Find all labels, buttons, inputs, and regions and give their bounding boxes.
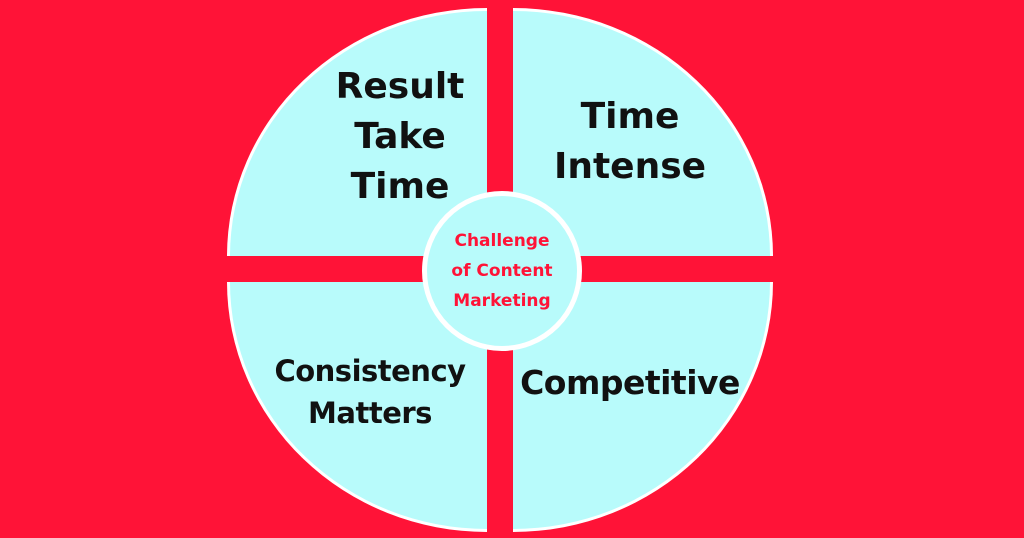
center-circle: Challenge of Content Marketing (422, 191, 582, 351)
quadrant-label-consistency-matters: Consistency Matters (260, 350, 480, 434)
label-line: Time (580, 96, 680, 137)
center-line: Challenge (454, 231, 550, 251)
center-line: Marketing (453, 291, 551, 311)
center-title: Challenge of Content Marketing (432, 226, 572, 316)
label-line: Intense (553, 146, 707, 187)
quadrant-label-competitive: Competitive (520, 362, 740, 404)
label-line: Consistency (274, 354, 466, 388)
quadrant-label-result-take-time: Result Take Time (320, 62, 480, 212)
label-line: Result (335, 66, 465, 107)
center-line: of Content (451, 261, 553, 281)
label-line: Competitive (520, 363, 740, 402)
label-line: Take (354, 116, 446, 157)
quadrant-label-time-intense: Time Intense (540, 92, 720, 192)
label-line: Matters (308, 396, 432, 430)
label-line: Time (350, 166, 450, 207)
